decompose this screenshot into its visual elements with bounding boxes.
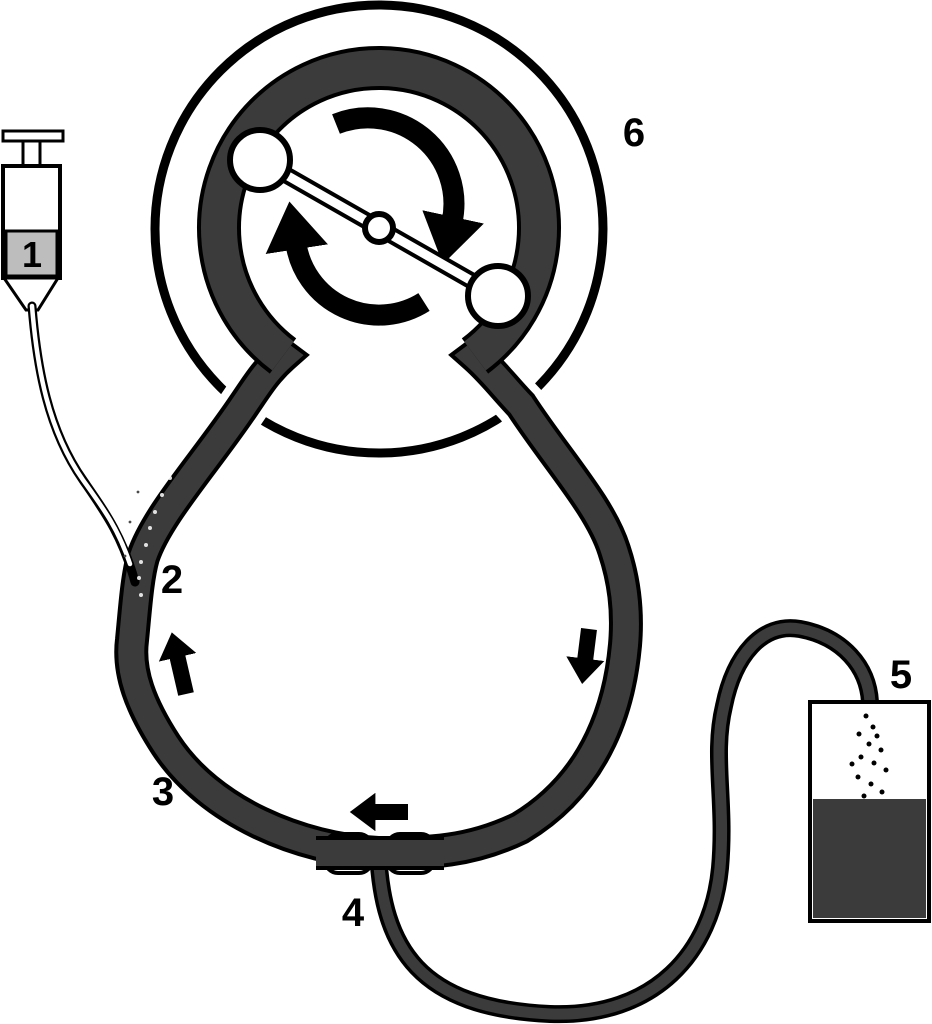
- syringe: 1: [1, 129, 140, 587]
- injection-speckles: [123, 476, 172, 597]
- pump-tube-ring: [197, 46, 561, 374]
- rotation-arrow-bottom-icon: [265, 201, 430, 326]
- syringe-nozzle: [1, 276, 61, 312]
- label-syringe: 1: [22, 234, 42, 275]
- label-connector: 4: [342, 891, 365, 935]
- syringe-liquid: [4, 229, 59, 278]
- pump-housing-circle: [150, 0, 608, 458]
- pump-roller-bottom-right: [465, 263, 531, 329]
- pump-rotor: [227, 127, 531, 329]
- flow-arrow-down-icon: [566, 628, 605, 685]
- reservoir-liquid: [813, 799, 926, 918]
- reservoir: [808, 700, 931, 923]
- pump-roller-top-left: [227, 127, 293, 193]
- reservoir-bubbles: [849, 713, 889, 799]
- pump-rotor-pivot: [362, 211, 396, 245]
- label-tubing-loop: 3: [152, 770, 174, 814]
- rotation-arrow-top-icon: [332, 107, 484, 265]
- label-injection-site: 2: [161, 558, 183, 602]
- syringe-needle-fill: [29, 303, 133, 567]
- label-reservoir: 5: [890, 653, 912, 697]
- label-pump: 6: [623, 111, 645, 155]
- syringe-plunger-handle: [1, 129, 65, 143]
- flow-arrow-up-icon: [158, 632, 197, 696]
- reservoir-tube: [369, 619, 879, 1024]
